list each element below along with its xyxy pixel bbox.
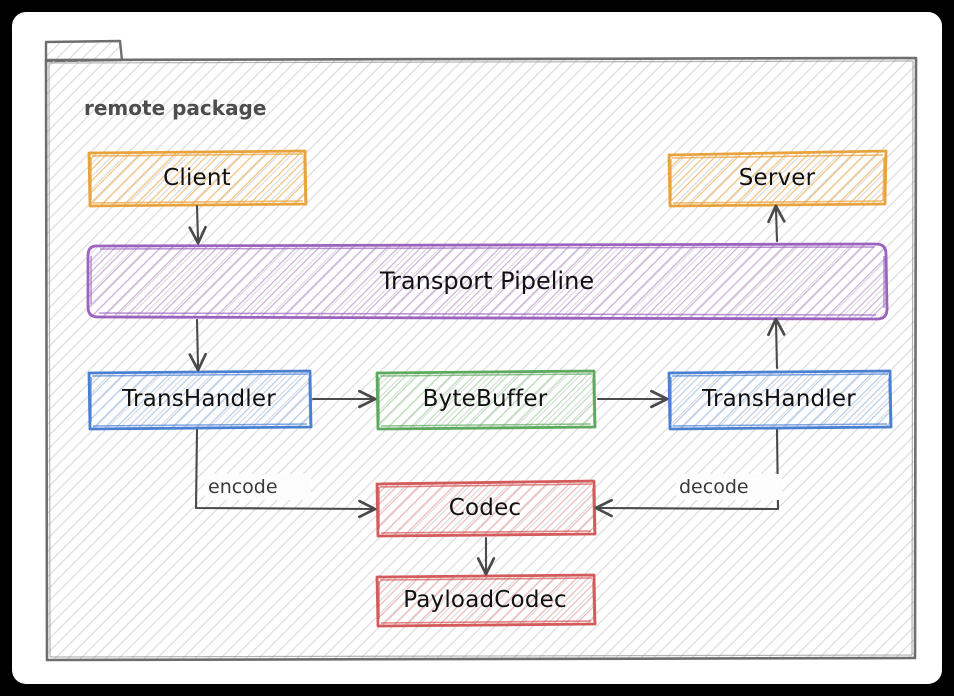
node-transhandler-left-shape[interactable]: [87, 369, 313, 431]
arrow-encode: [194, 428, 377, 519]
node-server-shape[interactable]: [667, 149, 888, 208]
package-body: [44, 56, 918, 662]
node-payloadcodec-shape[interactable]: [375, 573, 597, 628]
arrow-pipeline-to-transhandler: [188, 318, 207, 372]
arrow-transhandler-to-pipeline: [767, 317, 786, 370]
node-transhandler-right-shape[interactable]: [667, 369, 893, 431]
package-tab: [44, 39, 124, 63]
node-pipeline-shape[interactable]: [86, 242, 889, 321]
package-frame: [44, 39, 918, 662]
arrow-decode: [594, 428, 780, 518]
package-body-sketch: [48, 60, 914, 658]
node-client-shape[interactable]: [87, 149, 308, 208]
arrow-pipeline-to-server: [767, 204, 786, 243]
node-bytebuffer-shape[interactable]: [375, 369, 597, 431]
arrow-client-to-pipeline: [188, 204, 207, 245]
node-codec-shape[interactable]: [375, 479, 597, 538]
